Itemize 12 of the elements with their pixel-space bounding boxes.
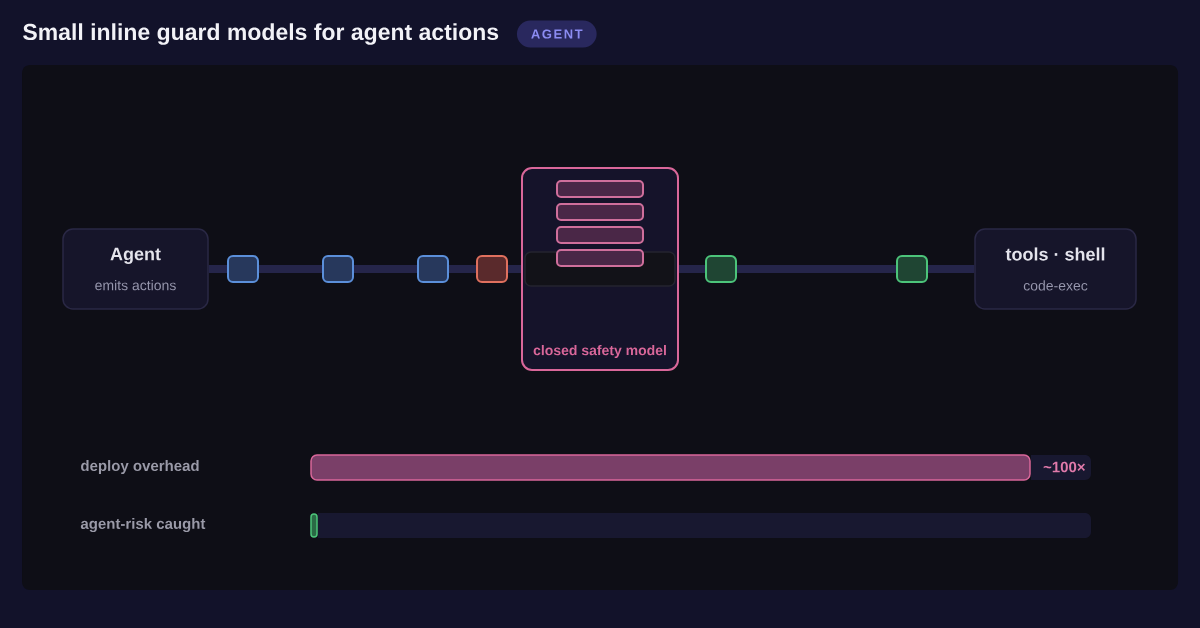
row-label: agent-risk caught <box>80 518 206 532</box>
token <box>705 255 737 283</box>
token <box>417 255 449 283</box>
row-label: deploy overhead <box>81 460 199 474</box>
token <box>476 255 508 283</box>
token <box>322 255 354 283</box>
title: Small inline guard models for agent actions <box>23 23 499 45</box>
process-box: Agent emits actions <box>62 228 209 310</box>
token <box>227 255 259 283</box>
value-label: ~100× <box>1043 461 1085 473</box>
process-box: tools · shell code-exec <box>974 228 1137 310</box>
token <box>896 255 928 283</box>
